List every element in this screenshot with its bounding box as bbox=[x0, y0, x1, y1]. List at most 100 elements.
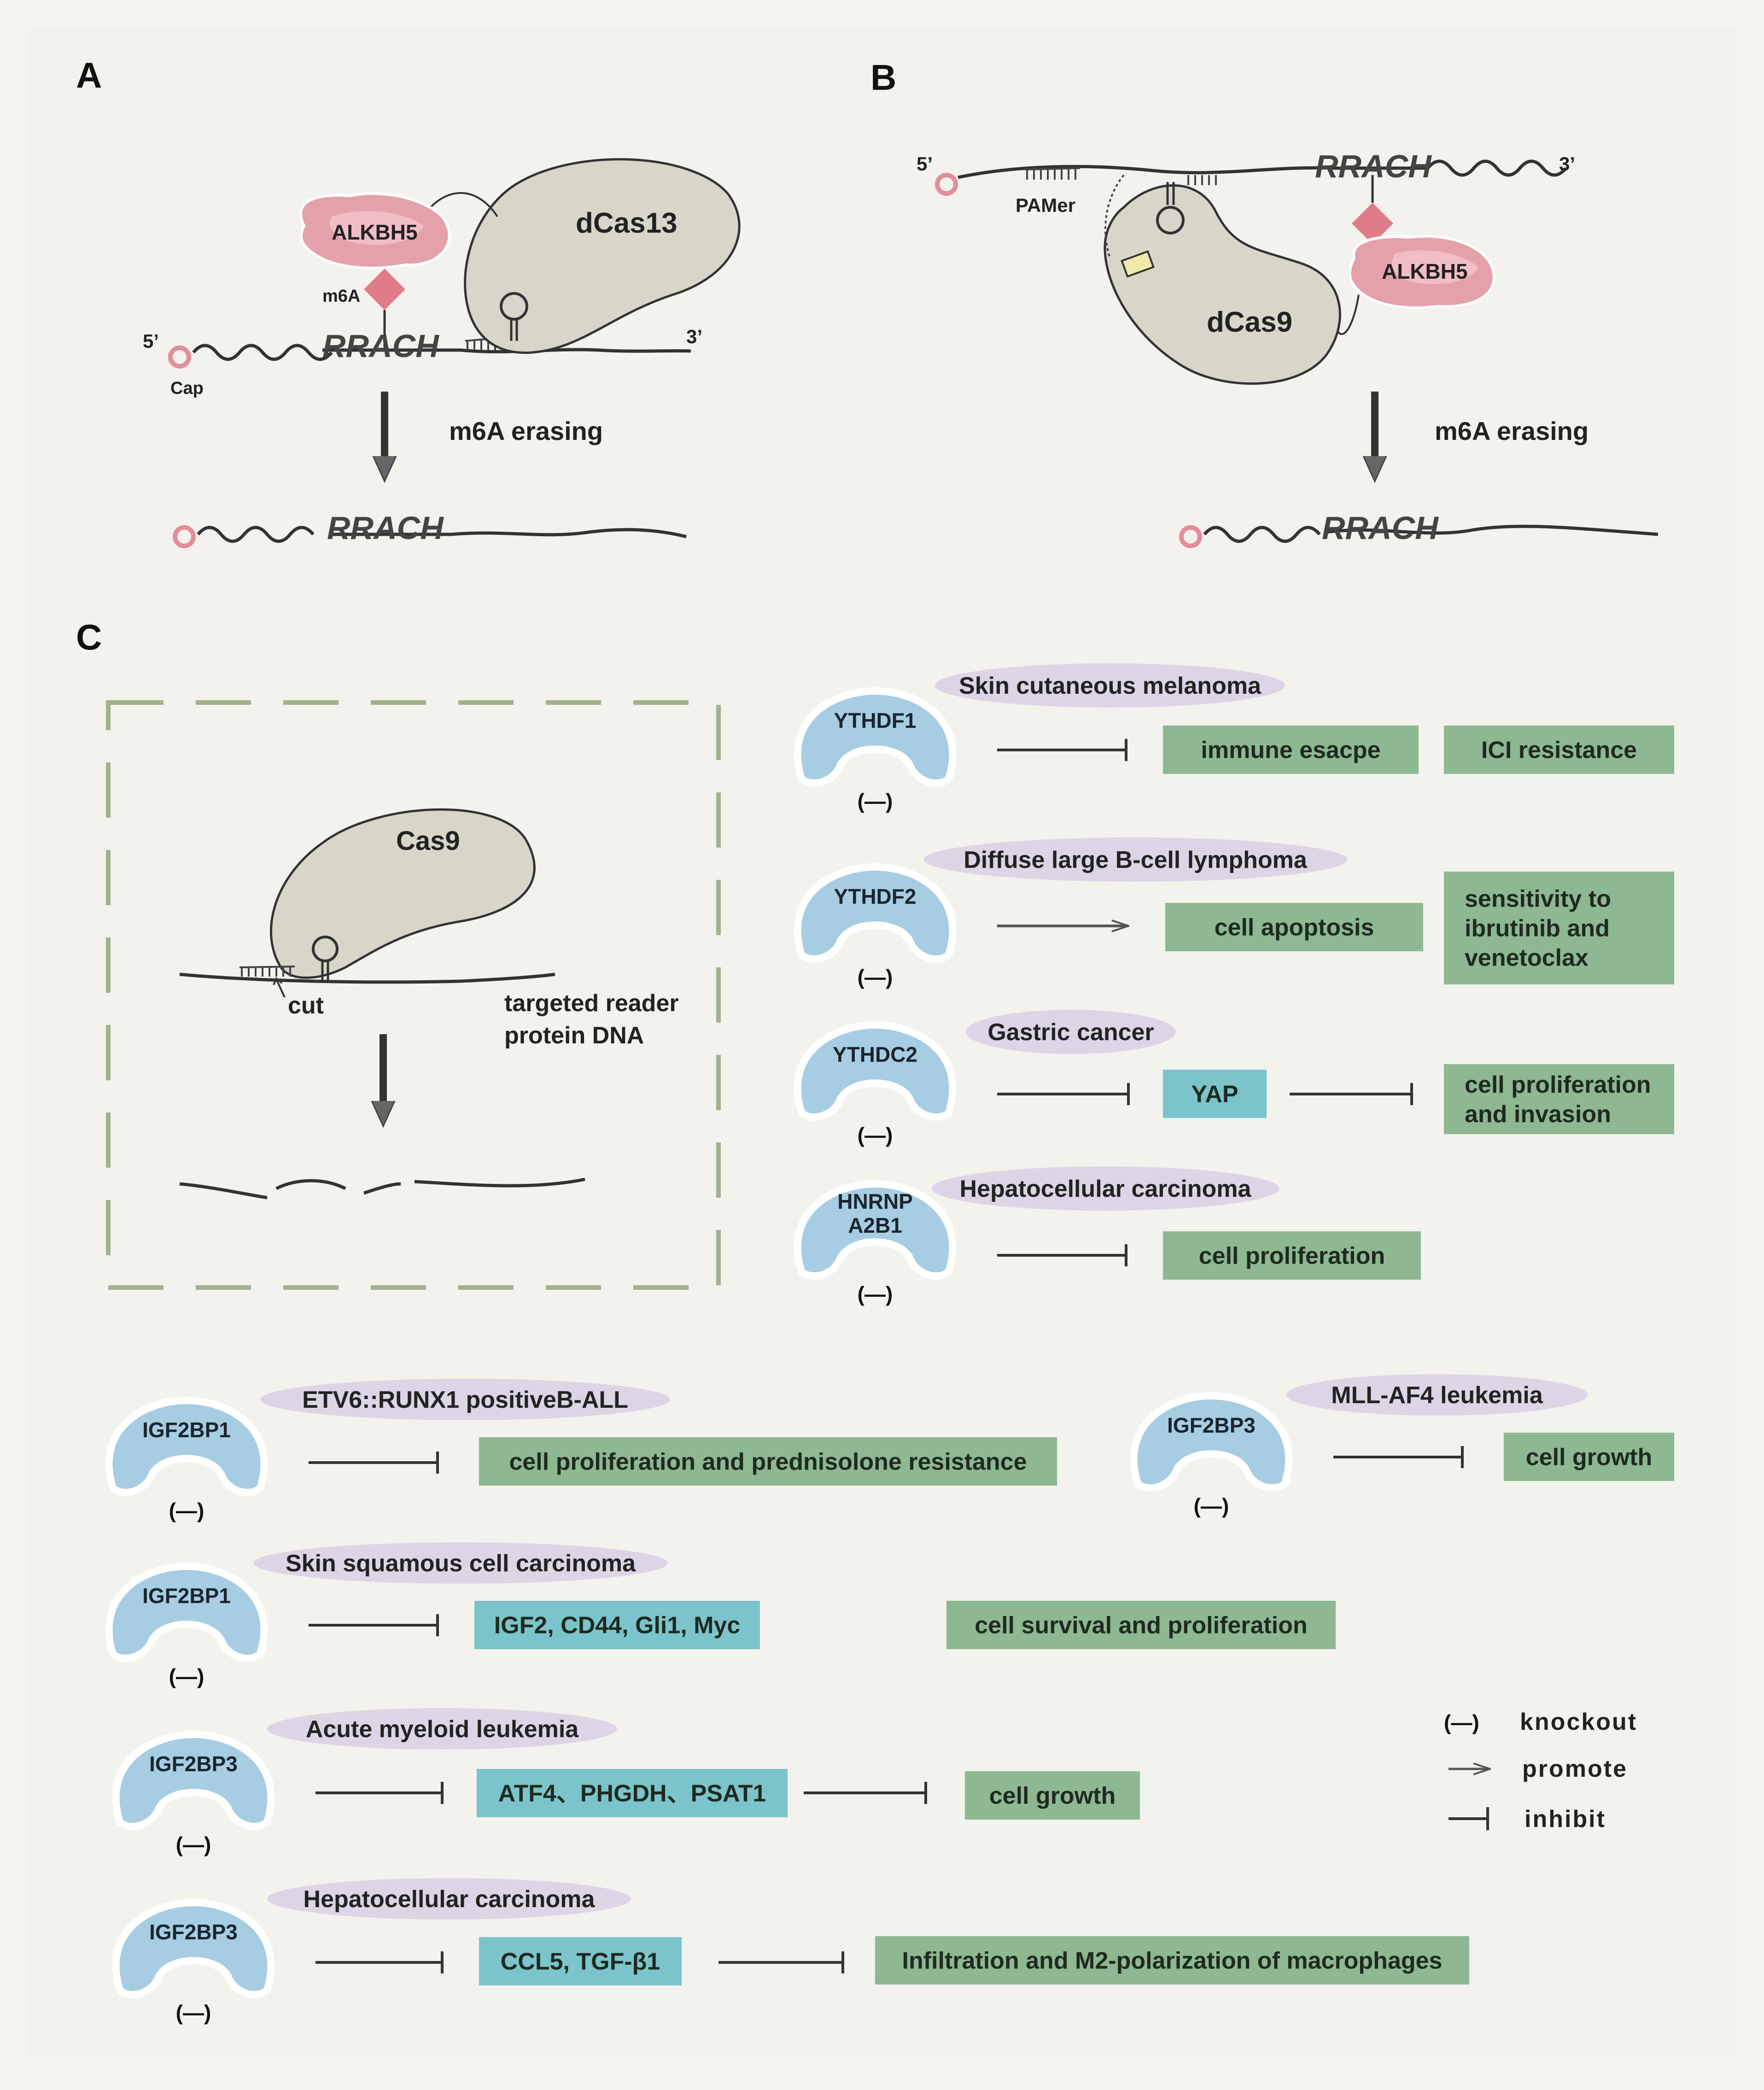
disease-label: Skin squamous cell carcinoma bbox=[286, 1550, 636, 1577]
pamer bbox=[1024, 167, 1217, 185]
outcome-label: cell apoptosis bbox=[1215, 914, 1374, 941]
dashed-frame bbox=[106, 700, 721, 1290]
reader-protein-shape bbox=[112, 1898, 275, 1998]
disease-label: Diffuse large B-cell lymphoma bbox=[964, 847, 1308, 873]
outcome-box bbox=[965, 1771, 1140, 1820]
disease-oval bbox=[966, 1010, 1176, 1054]
knockout-mark: (—) bbox=[858, 789, 893, 813]
protein-label: IGF2BP3 bbox=[149, 1752, 238, 1776]
outcome-label: cell growth bbox=[989, 1783, 1116, 1809]
cas9-knockout-box: Cas9 cut targeted reader protein DNA bbox=[106, 700, 721, 1290]
gene-box bbox=[1163, 1070, 1267, 1118]
disease-label: Skin cutaneous melanoma bbox=[959, 673, 1262, 699]
protein-label: YTHDC2 bbox=[833, 1042, 917, 1066]
target-label-line1: targeted reader bbox=[504, 990, 679, 1017]
target-dna bbox=[179, 972, 555, 984]
guide-domain bbox=[1121, 250, 1155, 278]
disease-label: Hepatocellular carcinoma bbox=[304, 1886, 596, 1913]
disease-oval bbox=[923, 837, 1347, 882]
knockout-mark: (—) bbox=[169, 1664, 204, 1688]
gene-label: YAP bbox=[1191, 1081, 1238, 1108]
protein-label: IGF2BP1 bbox=[142, 1584, 231, 1608]
protein-label: YTHDF1 bbox=[834, 708, 917, 732]
pamer-label: PAMer bbox=[1016, 194, 1075, 216]
row-9: Hepatocellular carcinomaIGF2BP3(—)CCL5, … bbox=[112, 1878, 1469, 2025]
legend: (—) knockout promote inhibit bbox=[1444, 1709, 1636, 1832]
dcas13-protein bbox=[464, 158, 741, 354]
cap-circle-b bbox=[935, 173, 958, 196]
outcome-label: venetoclax bbox=[1465, 945, 1589, 972]
gene-label: ATF4、PHGDH、PSAT1 bbox=[498, 1780, 766, 1807]
reader-protein-shape bbox=[794, 1021, 957, 1121]
legend-inhibit-label: inhibit bbox=[1525, 1806, 1606, 1832]
motif-b-after: RRACH bbox=[1322, 510, 1439, 546]
cut-label: cut bbox=[288, 992, 324, 1019]
cap-label: Cap bbox=[170, 379, 204, 398]
knockout-mark: (—) bbox=[176, 1832, 211, 1856]
legend-promote-label: promote bbox=[1522, 1756, 1628, 1782]
reader-protein-shape bbox=[105, 1396, 268, 1496]
inhibit-connector bbox=[997, 1244, 1127, 1266]
disease-label: Gastric cancer bbox=[987, 1019, 1154, 1046]
gene-box bbox=[479, 1937, 682, 1985]
panel-b-label: B bbox=[870, 57, 896, 98]
protein-label: IGF2BP3 bbox=[1167, 1413, 1256, 1437]
row-5: ETV6::RUNX1 positiveB-ALLIGF2BP1(—)cell … bbox=[105, 1379, 1057, 1522]
alkbh5-label-b: ALKBH5 bbox=[1382, 259, 1468, 283]
motif-a-after: RRACH bbox=[327, 510, 444, 546]
inhibit-connector bbox=[309, 1452, 439, 1474]
reader-protein-shape bbox=[794, 1180, 957, 1280]
gene-label: CCL5, TGF-β1 bbox=[501, 1949, 660, 1975]
disease-oval bbox=[260, 1379, 670, 1420]
gene-box bbox=[474, 1601, 760, 1649]
inhibit-connector bbox=[315, 1782, 444, 1804]
outcome-label: and invasion bbox=[1465, 1101, 1611, 1128]
knockout-mark: (—) bbox=[858, 965, 893, 989]
disease-oval bbox=[253, 1542, 668, 1584]
inhibit-connector bbox=[997, 1083, 1130, 1105]
outcome-box bbox=[1163, 726, 1419, 774]
dcas9-label: dCas9 bbox=[1207, 306, 1292, 338]
alkbh5-label: ALKBH5 bbox=[332, 220, 418, 244]
disease-oval bbox=[267, 1878, 631, 1920]
five-prime-a: 5’ bbox=[143, 330, 159, 352]
panel-b-diagram: dCas9 PAMer 5’ 3’ RRACH ALKBH5 m6A erasi… bbox=[917, 148, 1659, 548]
knockout-mark: (—) bbox=[169, 1499, 204, 1522]
inhibit-connector bbox=[718, 1951, 844, 1973]
outcome-label: cell growth bbox=[1526, 1444, 1652, 1471]
m6a-mark bbox=[364, 269, 405, 310]
three-prime-a: 3’ bbox=[686, 326, 702, 347]
outcome-box bbox=[479, 1437, 1057, 1486]
protein-label: A2B1 bbox=[848, 1213, 902, 1237]
product-strand-a bbox=[197, 526, 687, 543]
cap-circle bbox=[168, 345, 191, 369]
rna-strand-b bbox=[958, 159, 1567, 179]
outcome-box bbox=[1444, 872, 1674, 984]
inhibit-connector bbox=[309, 1614, 439, 1636]
gene-label: IGF2, CD44, Gli1, Myc bbox=[494, 1612, 741, 1639]
knockout-mark: (—) bbox=[1194, 1494, 1229, 1518]
three-prime-b: 3’ bbox=[1559, 153, 1575, 175]
protein-label: IGF2BP3 bbox=[149, 1920, 238, 1944]
outcome-box bbox=[1163, 1231, 1421, 1280]
disease-label: Hepatocellular carcinoma bbox=[960, 1176, 1252, 1202]
outcome-label: ibrutinib and bbox=[1465, 915, 1610, 942]
protein-label: YTHDF2 bbox=[834, 884, 917, 908]
rna-strand bbox=[192, 344, 691, 361]
legend-knockout-symbol: (—) bbox=[1444, 1710, 1479, 1734]
reader-protein-shape bbox=[794, 687, 957, 787]
product-strand-b bbox=[1203, 525, 1659, 543]
outcome-box bbox=[1444, 1064, 1674, 1134]
cas9-label: Cas9 bbox=[396, 826, 460, 856]
outcome-box bbox=[946, 1601, 1336, 1649]
cas9-protein bbox=[270, 808, 536, 979]
disease-label: Acute myeloid leukemia bbox=[306, 1716, 579, 1743]
crRNA-hairpin bbox=[510, 318, 518, 341]
disease-oval bbox=[931, 1166, 1279, 1211]
